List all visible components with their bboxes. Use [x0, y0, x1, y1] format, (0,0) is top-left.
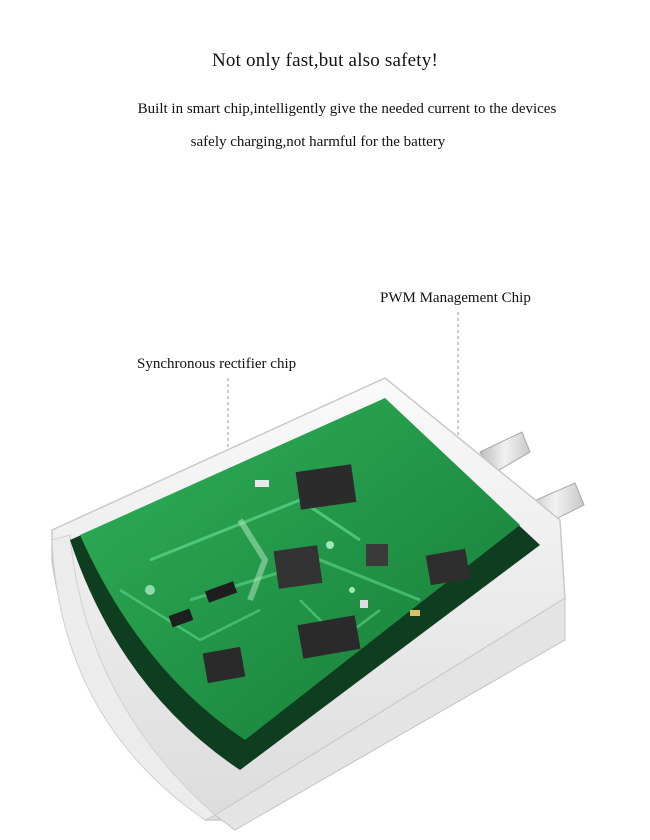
circuit-board — [70, 398, 540, 770]
headline: Not only fast,but also safety! — [211, 50, 439, 71]
subtext-line-1: Built in smart chip,intelligently give t… — [137, 101, 557, 117]
callout-pwm-chip: PWM Management Chip — [380, 290, 531, 306]
callout-sync-rectifier: Synchronous rectifier chip — [137, 356, 297, 372]
subtext-line-2: safely charging,not harmful for the batt… — [190, 134, 446, 150]
